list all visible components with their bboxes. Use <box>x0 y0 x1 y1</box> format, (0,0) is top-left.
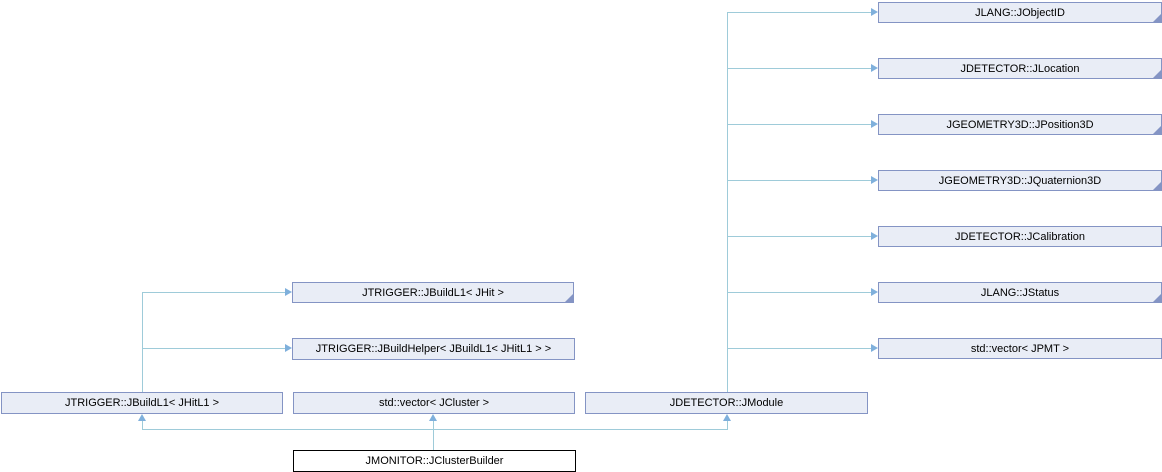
edge-jclusterbuilder-bus <box>142 429 727 430</box>
node-label: JTRIGGER::JBuildL1< JHitL1 > <box>64 397 220 409</box>
edge-jmodule-jstatus <box>727 292 871 293</box>
node-jgeometry3d-jposition3d[interactable]: JGEOMETRY3D::JPosition3D <box>878 114 1162 135</box>
node-label: JDETECTOR::JCalibration <box>955 230 1085 243</box>
node-jtrigger-jbuildl1-jhitl1[interactable]: JTRIGGER::JBuildL1< JHitL1 > <box>1 392 283 414</box>
edge-trunk-jmodule <box>727 12 728 392</box>
node-label: JGEOMETRY3D::JPosition3D <box>946 118 1094 131</box>
node-jgeometry3d-jquaternion3d[interactable]: JGEOMETRY3D::JQuaternion3D <box>878 170 1162 191</box>
node-jtrigger-jbuildhelper[interactable]: JTRIGGER::JBuildHelper< JBuildL1< JHitL1… <box>292 338 575 360</box>
node-jtrigger-jbuildl1-jhit[interactable]: JTRIGGER::JBuildL1< JHit > <box>292 282 574 303</box>
edge-jmodule-jobjectid <box>727 12 871 13</box>
arrowhead-up-icon <box>138 414 146 421</box>
node-label: JTRIGGER::JBuildL1< JHit > <box>362 286 504 299</box>
edge-jmodule-jlocation <box>727 68 871 69</box>
arrowhead-up-icon <box>723 414 731 421</box>
edge-jmodule-jposition3d <box>727 124 871 125</box>
edge-jmodule-vector-jpmt <box>727 348 871 349</box>
node-std-vector-jcluster[interactable]: std::vector< JCluster > <box>293 392 575 414</box>
arrowhead-right-icon <box>871 8 878 16</box>
node-label: std::vector< JCluster > <box>378 397 490 409</box>
node-label: JTRIGGER::JBuildHelper< JBuildL1< JHitL1… <box>315 343 552 355</box>
folded-corner-icon <box>1153 294 1161 302</box>
node-jdetector-jlocation[interactable]: JDETECTOR::JLocation <box>878 58 1162 79</box>
node-label: JMONITOR::JClusterBuilder <box>365 455 504 467</box>
edge-stub-jbuildl1-jhitl1 <box>142 421 143 430</box>
arrowhead-right-icon <box>871 232 878 240</box>
arrowhead-right-icon <box>285 344 292 352</box>
node-jmonitor-jclusterbuilder: JMONITOR::JClusterBuilder <box>293 450 576 472</box>
arrowhead-right-icon <box>871 288 878 296</box>
node-jdetector-jcalibration[interactable]: JDETECTOR::JCalibration <box>878 226 1162 247</box>
folded-corner-icon <box>1153 14 1161 22</box>
arrowhead-right-icon <box>871 344 878 352</box>
node-label: JGEOMETRY3D::JQuaternion3D <box>938 174 1102 187</box>
node-std-vector-jpmt[interactable]: std::vector< JPMT > <box>878 338 1162 359</box>
node-label: JDETECTOR::JLocation <box>960 62 1080 75</box>
arrowhead-right-icon <box>871 64 878 72</box>
arrowhead-right-icon <box>285 288 292 296</box>
arrowhead-right-icon <box>871 176 878 184</box>
folded-corner-icon <box>565 294 573 302</box>
arrowhead-up-icon <box>429 414 437 421</box>
edge-jbuildl1hitl1-jbuildhelper <box>142 348 285 349</box>
node-label: JLANG::JStatus <box>980 286 1060 299</box>
edge-stub-vector-jcluster <box>433 421 434 450</box>
edge-jmodule-jcalibration <box>727 236 871 237</box>
folded-corner-icon <box>1153 126 1161 134</box>
edge-jbuildl1hitl1-jbuildl1-jhit <box>142 292 285 293</box>
node-jlang-jobjectid[interactable]: JLANG::JObjectID <box>878 2 1162 23</box>
folded-corner-icon <box>1153 70 1161 78</box>
folded-corner-icon <box>1153 182 1161 190</box>
edge-stub-jmodule <box>727 421 728 430</box>
node-jdetector-jmodule[interactable]: JDETECTOR::JModule <box>585 392 868 414</box>
edge-jmodule-jquaternion3d <box>727 180 871 181</box>
edge-trunk-jbuildl1-jhitl1 <box>142 292 143 392</box>
node-label: JLANG::JObjectID <box>975 6 1065 19</box>
node-label: JDETECTOR::JModule <box>669 397 784 409</box>
arrowhead-right-icon <box>871 120 878 128</box>
node-label: std::vector< JPMT > <box>970 342 1070 355</box>
node-jlang-jstatus[interactable]: JLANG::JStatus <box>878 282 1162 303</box>
